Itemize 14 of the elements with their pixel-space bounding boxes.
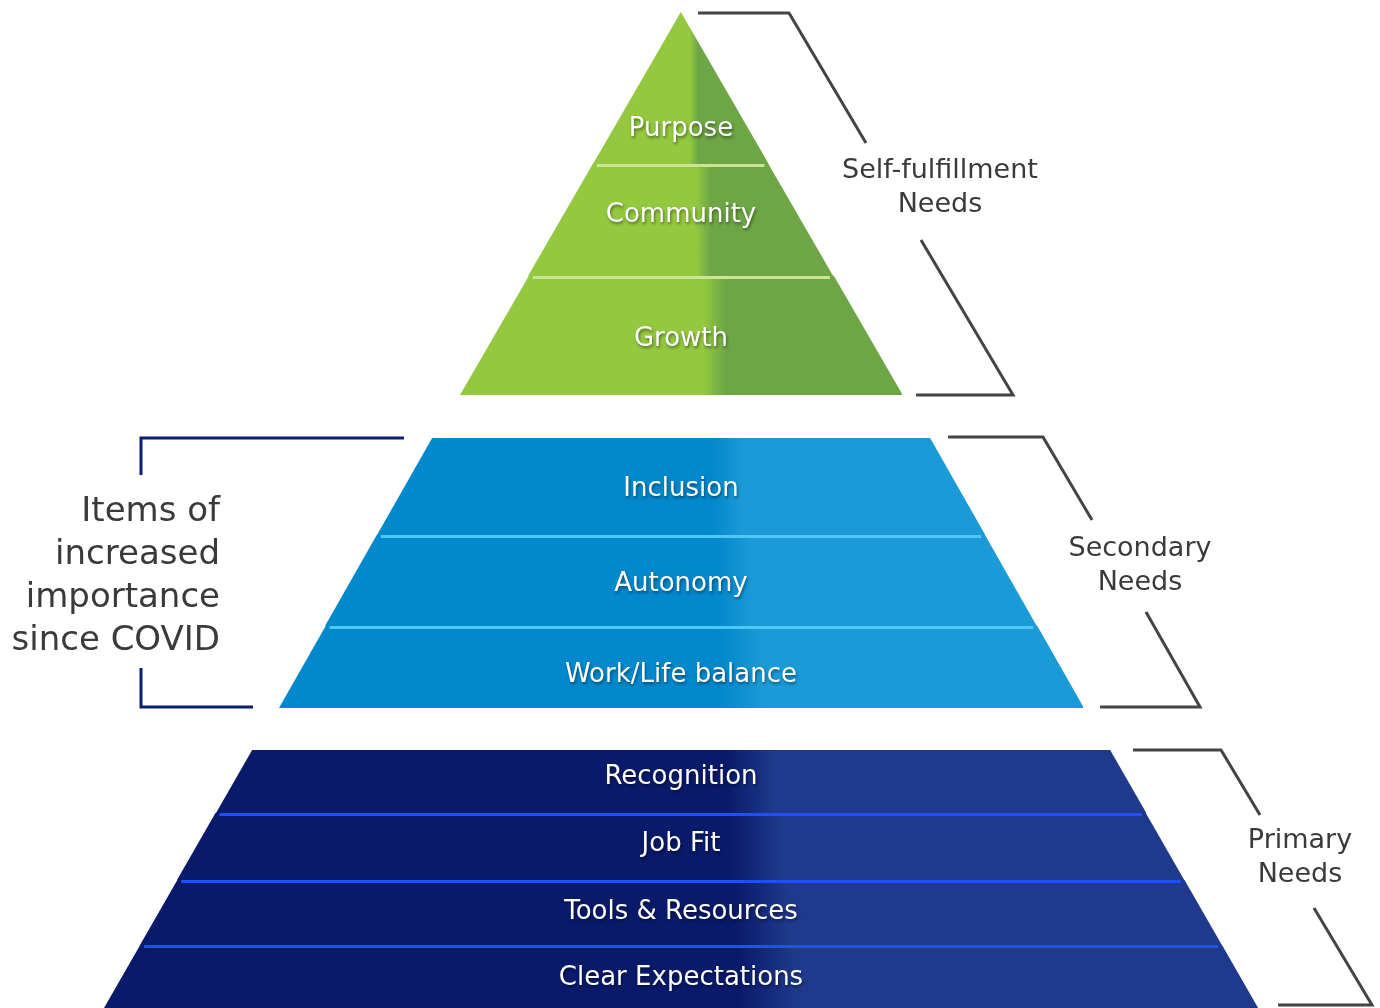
bracket-label: Self-fulfillment Needs xyxy=(841,152,1039,220)
tier-label: Job Fit xyxy=(639,827,722,857)
tier-label: Recognition xyxy=(603,760,759,790)
tier-label: Community xyxy=(604,198,758,228)
bracket-label: Secondary Needs xyxy=(1067,530,1213,598)
bracket-label: Items of increased importance since COVID xyxy=(10,488,220,660)
tier-label: Growth xyxy=(632,322,730,352)
tier-label: Clear Expectations xyxy=(557,961,805,991)
bracket-label: Primary Needs xyxy=(1246,822,1354,890)
tier-label: Work/Life balance xyxy=(563,658,799,688)
tier-label: Inclusion xyxy=(622,472,740,502)
tier-label: Purpose xyxy=(627,112,735,142)
tier-label: Tools & Resources xyxy=(563,895,799,925)
tier-label: Autonomy xyxy=(613,567,749,597)
